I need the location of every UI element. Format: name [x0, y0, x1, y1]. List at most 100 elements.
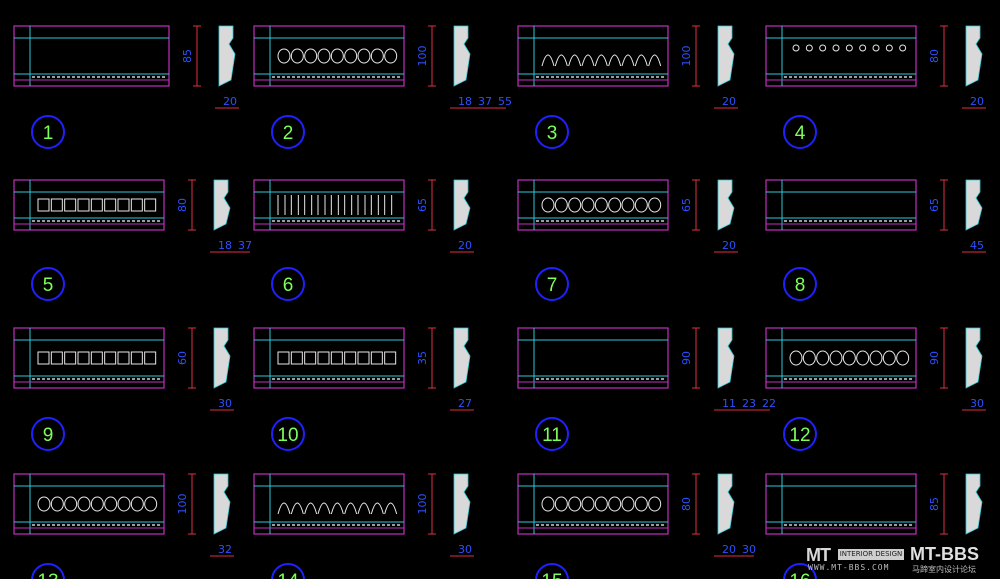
- section-profile: [965, 25, 983, 87]
- svg-text:16: 16: [789, 571, 810, 579]
- elevation-view: [765, 25, 917, 87]
- ornament-band: [37, 496, 158, 512]
- moulding-16: 85 16: [765, 473, 983, 579]
- ornament-band: [277, 195, 393, 215]
- watermark-site-name: 马蹄室内设计论坛: [912, 565, 976, 574]
- elevation-view: [765, 473, 917, 535]
- moulding-number: 15: [535, 563, 569, 579]
- height-label: 80: [176, 198, 189, 212]
- width-label: 20: [722, 239, 736, 252]
- elevation-view: [517, 25, 669, 87]
- width-label: 20: [722, 95, 736, 108]
- section-profile: [453, 327, 471, 389]
- width-label: 11: [722, 397, 736, 410]
- height-label: 90: [928, 351, 941, 365]
- svg-text:8: 8: [795, 275, 806, 296]
- height-label: 65: [680, 198, 693, 212]
- ornament-band: [277, 48, 398, 64]
- section-profile: [717, 473, 735, 535]
- ornament-band: [37, 198, 157, 212]
- width-dimension: 45: [962, 239, 986, 253]
- elevation-view: [13, 327, 165, 389]
- section-profile: [213, 327, 231, 389]
- elevation-view: [765, 327, 917, 389]
- svg-text:6: 6: [283, 275, 294, 296]
- height-label: 65: [416, 198, 429, 212]
- watermark-brand-right: MT-BBS: [910, 544, 979, 564]
- height-label: 100: [680, 46, 693, 67]
- moulding-number: 7: [535, 267, 569, 301]
- height-dimension: 35: [416, 327, 436, 389]
- moulding-number: 16: [783, 563, 817, 579]
- moulding-1: 85 20 1: [13, 25, 239, 149]
- elevation-view: [13, 25, 170, 87]
- width-label: 22: [762, 397, 776, 410]
- elevation-view: [253, 473, 405, 535]
- elevation-view: [253, 327, 405, 389]
- section-profile: [965, 327, 983, 389]
- svg-text:1: 1: [43, 123, 54, 144]
- width-dimension: 30: [210, 397, 234, 411]
- ornament-band: [37, 351, 157, 365]
- section-profile: [453, 25, 471, 87]
- moulding-13: 1003213: [13, 473, 234, 579]
- width-label: 30: [742, 543, 756, 556]
- section-profile: [717, 25, 735, 87]
- height-dimension: 65: [680, 179, 700, 231]
- svg-text:11: 11: [542, 425, 562, 446]
- watermark-url: WWW.MT-BBS.COM: [808, 563, 890, 572]
- height-label: 80: [680, 497, 693, 511]
- elevation-view: [253, 179, 405, 231]
- elevation-view: [765, 179, 917, 231]
- height-dimension: 100: [416, 25, 436, 87]
- elevation-view: [13, 179, 165, 231]
- moulding-number: 1: [31, 115, 65, 149]
- width-dimension: 20: [714, 239, 738, 253]
- height-label: 80: [928, 49, 941, 63]
- height-label: 100: [176, 494, 189, 515]
- svg-text:4: 4: [795, 123, 806, 144]
- height-label: 65: [928, 198, 941, 212]
- width-dimension: 20: [215, 95, 239, 109]
- svg-text:5: 5: [43, 275, 54, 296]
- width-dimension: 27: [450, 397, 474, 411]
- svg-text:14: 14: [277, 571, 299, 579]
- height-dimension: 80: [680, 473, 700, 535]
- height-dimension: 65: [928, 179, 948, 231]
- width-dimension: 20: [714, 95, 738, 109]
- height-dimension: 85: [928, 473, 948, 535]
- width-label: 20: [970, 95, 984, 108]
- width-label: 18: [458, 95, 472, 108]
- height-label: 85: [181, 49, 194, 63]
- svg-text:12: 12: [789, 425, 810, 446]
- watermark-tag: INTERIOR DESIGN: [838, 549, 904, 560]
- moulding-number: 3: [535, 115, 569, 149]
- width-label: 27: [458, 397, 472, 410]
- svg-text:9: 9: [43, 425, 54, 446]
- height-label: 100: [416, 494, 429, 515]
- width-dimension: 30: [962, 397, 986, 411]
- height-label: 100: [416, 46, 429, 67]
- width-dimension: 20: [962, 95, 986, 109]
- height-dimension: 65: [416, 179, 436, 231]
- moulding-number: 4: [783, 115, 817, 149]
- height-dimension: 100: [176, 473, 196, 535]
- moulding-4: 80 20 4: [765, 25, 986, 149]
- moulding-7: 65 20 7: [517, 179, 738, 301]
- height-dimension: 85: [181, 25, 201, 87]
- elevation-view: [13, 473, 165, 535]
- width-label: 32: [218, 543, 232, 556]
- svg-text:15: 15: [541, 571, 562, 579]
- moulding-9: 60 30 9: [13, 327, 234, 451]
- height-label: 60: [176, 351, 189, 365]
- svg-text:3: 3: [547, 123, 558, 144]
- elevation-view: [253, 25, 405, 87]
